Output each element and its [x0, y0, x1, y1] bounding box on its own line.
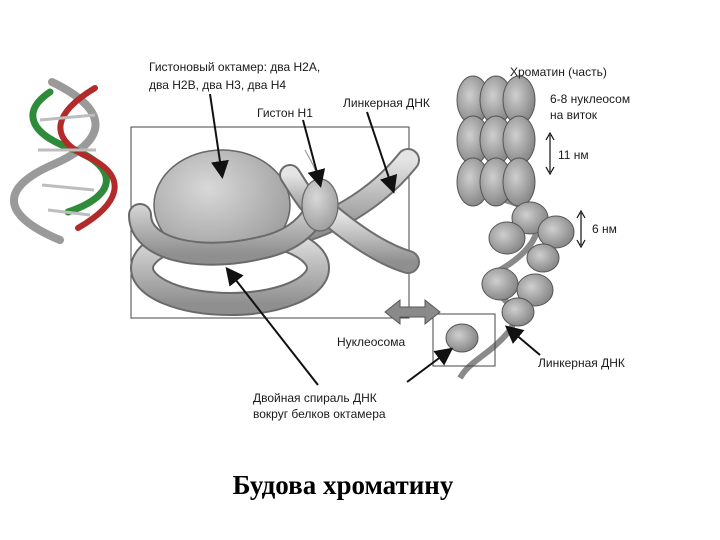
chromatin-part-label: Хроматин (часть) — [510, 65, 607, 79]
dna-helix-icon — [10, 78, 118, 244]
dimension-6nm — [576, 209, 586, 249]
fiber-width-label: 11 нм — [558, 148, 589, 162]
nucleosome-label: Нуклеосома — [337, 335, 405, 349]
loose-nucleosomes — [481, 201, 575, 327]
pointer-arrows — [209, 93, 541, 386]
nucleosome-detail-box — [128, 126, 420, 319]
double-helix-label-line1: Двойная спираль ДНК — [253, 391, 377, 405]
octamer-label-line2: два Н2В, два Н3, два Н4 — [149, 78, 286, 92]
nucleosomes-per-turn-label-line1: 6-8 нуклеосом — [550, 92, 630, 106]
histone-h1-label: Гистон Н1 — [257, 106, 313, 120]
nucleosomes-per-turn-label-line2: на виток — [550, 108, 598, 122]
linker-dna-top-label: Линкерная ДНК — [343, 96, 430, 110]
linker-dna-bottom-label: Линкерная ДНК — [538, 356, 625, 370]
solenoid-rows — [456, 75, 536, 207]
slide-title: Будова хроматину — [232, 470, 454, 500]
dimension-11nm — [545, 131, 555, 176]
magnify-arrow — [384, 298, 441, 326]
chromatin-fiber — [432, 75, 575, 380]
octamer-label-line1: Гистоновый октамер: два Н2А, — [149, 60, 320, 74]
dna-width-label: 6 нм — [592, 222, 617, 236]
double-helix-label-line2: вокруг белков октамера — [253, 407, 386, 421]
